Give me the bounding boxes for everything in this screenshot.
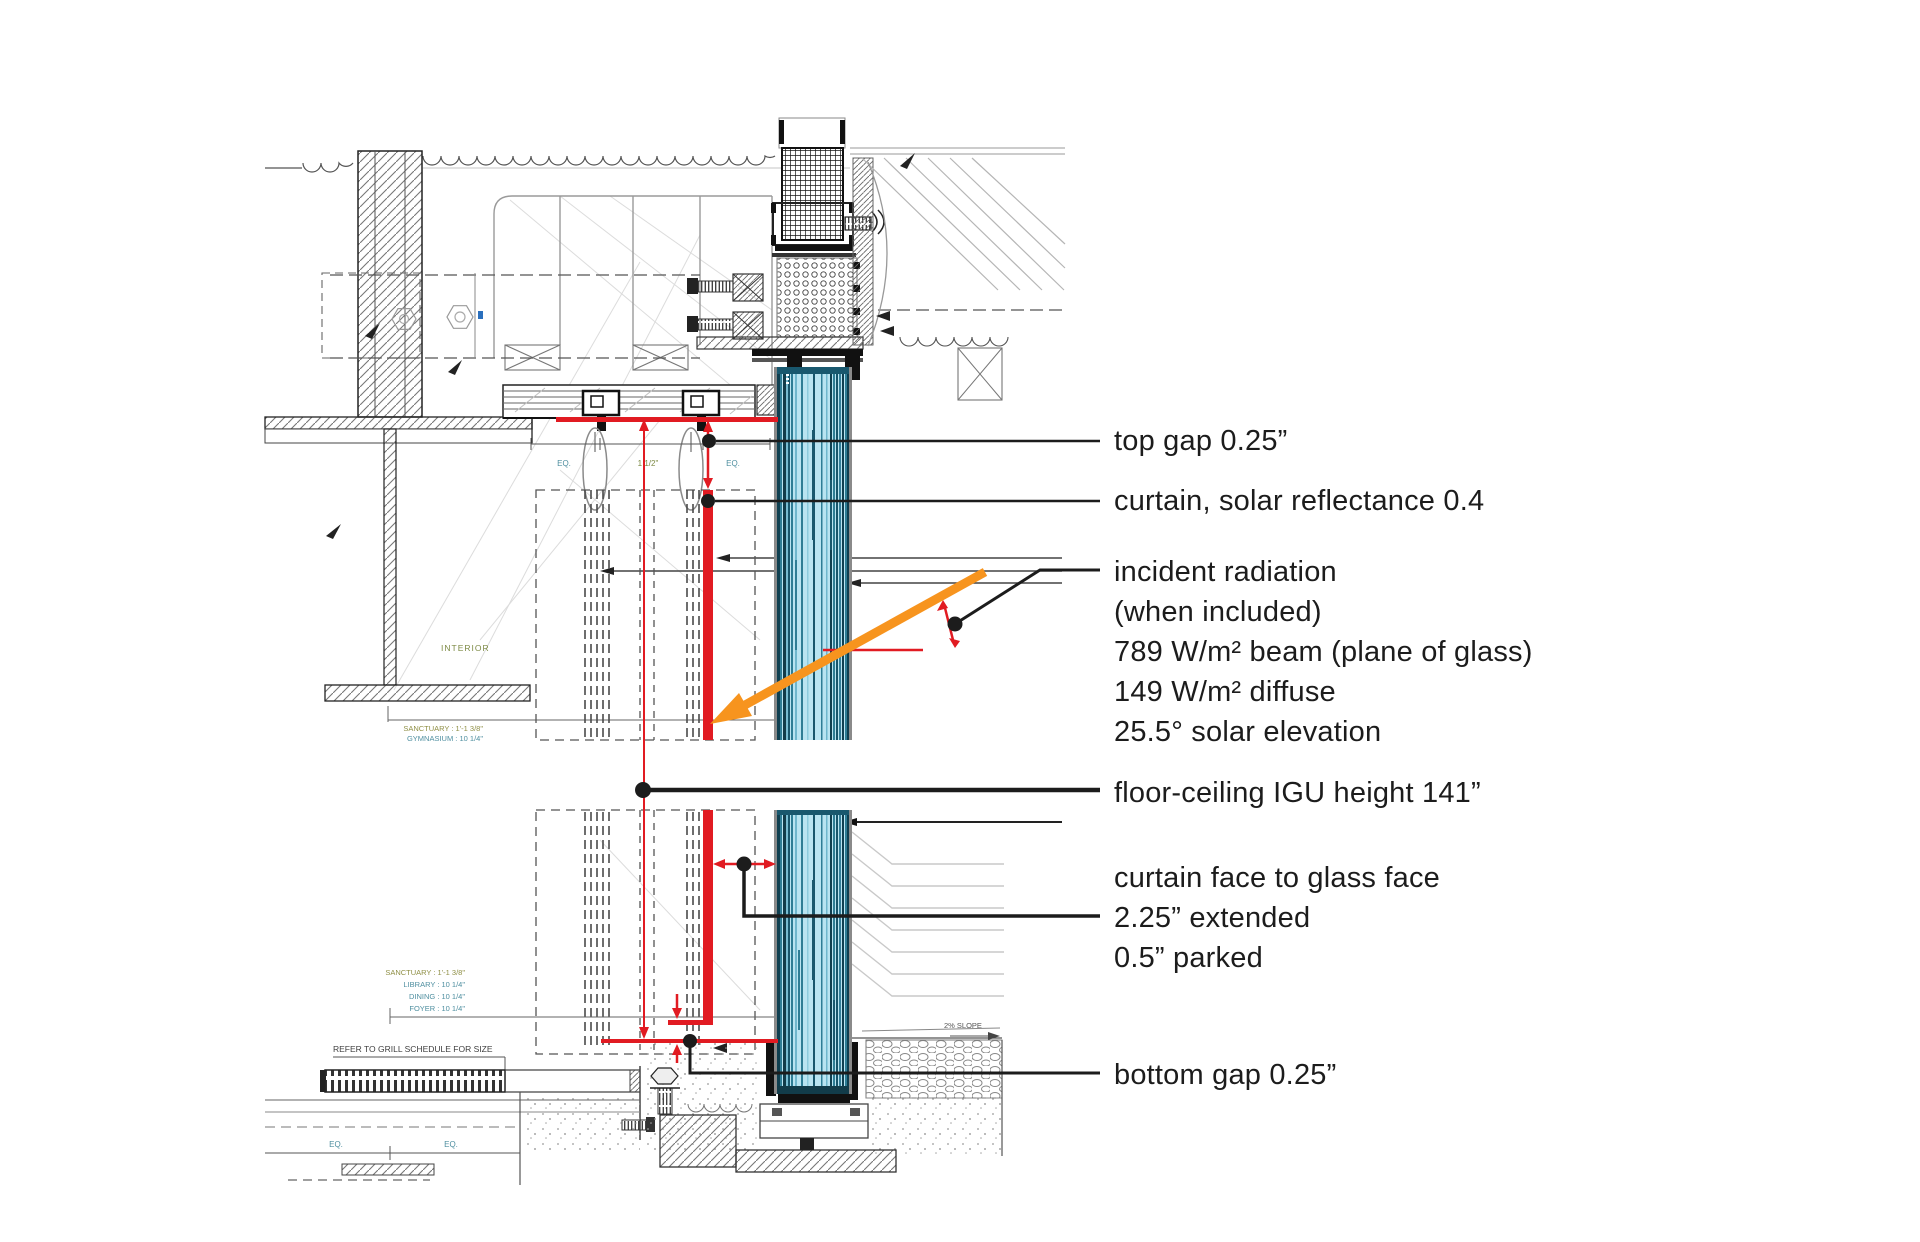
cad-text-labels: EQ. 1 1/2" EQ. INTERIOR SANCTUARY : 1'-1… <box>329 459 982 1149</box>
curtain-pocket <box>330 167 850 385</box>
leader-incident <box>954 568 1100 626</box>
slope-label: 2% SLOPE <box>944 1021 982 1030</box>
incident-line-3: 789 W/m² beam (plane of glass) <box>1114 636 1533 668</box>
curtain-bottom-tick <box>668 1020 713 1025</box>
exterior-trim-chevrons <box>851 831 1004 997</box>
incident-line-4: 149 W/m² diffuse <box>1114 676 1336 708</box>
annotation-top-gap: top gap 0.25” <box>1114 421 1288 461</box>
eq-dimension <box>530 438 771 450</box>
eq-label: EQ. <box>726 459 740 468</box>
wall-column <box>321 150 423 418</box>
top-gap-dimension <box>703 420 713 489</box>
dim-center-label: 1 1/2" <box>638 459 659 468</box>
floor-grill <box>324 1069 506 1093</box>
annotation-curtain-reflectance-text: curtain, solar reflectance 0.4 <box>1114 485 1485 517</box>
annotation-bottom-gap: bottom gap 0.25” <box>1114 1055 1336 1095</box>
leader-dot-curtain-face <box>736 856 752 872</box>
incident-line-5: 25.5° solar elevation <box>1114 716 1382 748</box>
floor-dim-label: FOYER : 10 1/4" <box>409 1004 465 1013</box>
ceiling-dim-label: SANCTUARY : 1'-1 3/8" <box>403 724 483 733</box>
curtain-line-lower <box>703 810 713 1022</box>
curtain-stack-upper <box>535 489 756 741</box>
annotation-leaders <box>635 434 1100 1075</box>
incident-line-1: incident radiation <box>1114 556 1337 588</box>
igu-height-dimension <box>639 419 649 1039</box>
glass-igu <box>774 367 852 1094</box>
bottom-gap-dimension <box>672 994 682 1063</box>
leader-curtain-face <box>742 870 1100 918</box>
eq-label: EQ. <box>329 1140 343 1149</box>
leader-dot-top-gap <box>702 434 716 448</box>
steel-tee <box>324 428 531 702</box>
roller-housing <box>581 389 621 431</box>
cad-linework: EQ. 1 1/2" EQ. INTERIOR SANCTUARY : 1'-1… <box>264 117 1066 1185</box>
curtain-face-line-2: 2.25” extended <box>1114 902 1311 934</box>
curtain-face-line-3: 0.5” parked <box>1114 942 1263 974</box>
curtain-face-line-1: curtain face to glass face <box>1114 862 1440 894</box>
anchor-bolts <box>687 273 764 340</box>
ceiling-slab <box>264 416 533 444</box>
annotation-bottom-gap-text: bottom gap 0.25” <box>1114 1059 1337 1091</box>
eq-label: EQ. <box>444 1140 458 1149</box>
exterior-upper-right <box>850 147 1066 401</box>
annotation-curtain-reflectance: curtain, solar reflectance 0.4 <box>1114 481 1484 521</box>
floor-dim-label: LIBRARY : 10 1/4" <box>403 980 465 989</box>
curtain-track <box>502 384 778 511</box>
insulation-scallop <box>265 154 776 173</box>
annotation-incident-radiation: incident radiation (when included) 789 W… <box>1114 552 1533 752</box>
annotation-igu-height-text: floor-ceiling IGU height 141” <box>1114 777 1481 809</box>
leader-dot-bottom-gap <box>683 1034 697 1048</box>
leader-bottom-gap <box>688 1047 1100 1075</box>
annotation-igu-height: floor-ceiling IGU height 141” <box>1114 773 1481 813</box>
curtain-line-upper <box>703 490 713 740</box>
ceiling-reference-line <box>556 417 778 422</box>
annotation-top-gap-text: top gap 0.25” <box>1114 425 1288 457</box>
glass-igu-lower <box>774 810 852 1094</box>
incident-line-2: (when included) <box>1114 596 1322 628</box>
grill-note-label: REFER TO GRILL SCHEDULE FOR SIZE <box>333 1044 493 1054</box>
ceiling-dim-label: GYMNASIUM : 10 1/4" <box>407 734 483 743</box>
leader-dot-curtain <box>701 494 715 508</box>
roller-housing <box>681 389 721 431</box>
annotation-curtain-face: curtain face to glass face 2.25” extende… <box>1114 858 1440 978</box>
bolt-hex-glyphs <box>391 305 474 330</box>
interior-label: INTERIOR <box>441 643 490 653</box>
floor-dim-label: SANCTUARY : 1'-1 3/8" <box>385 968 465 977</box>
floor-dim-label: DINING : 10 1/4" <box>409 992 465 1001</box>
leader-dot-igu-height <box>635 782 651 798</box>
eq-label: EQ. <box>557 459 571 468</box>
leader-dot-incident <box>947 616 963 632</box>
incident-radiation-arrow <box>710 568 988 724</box>
